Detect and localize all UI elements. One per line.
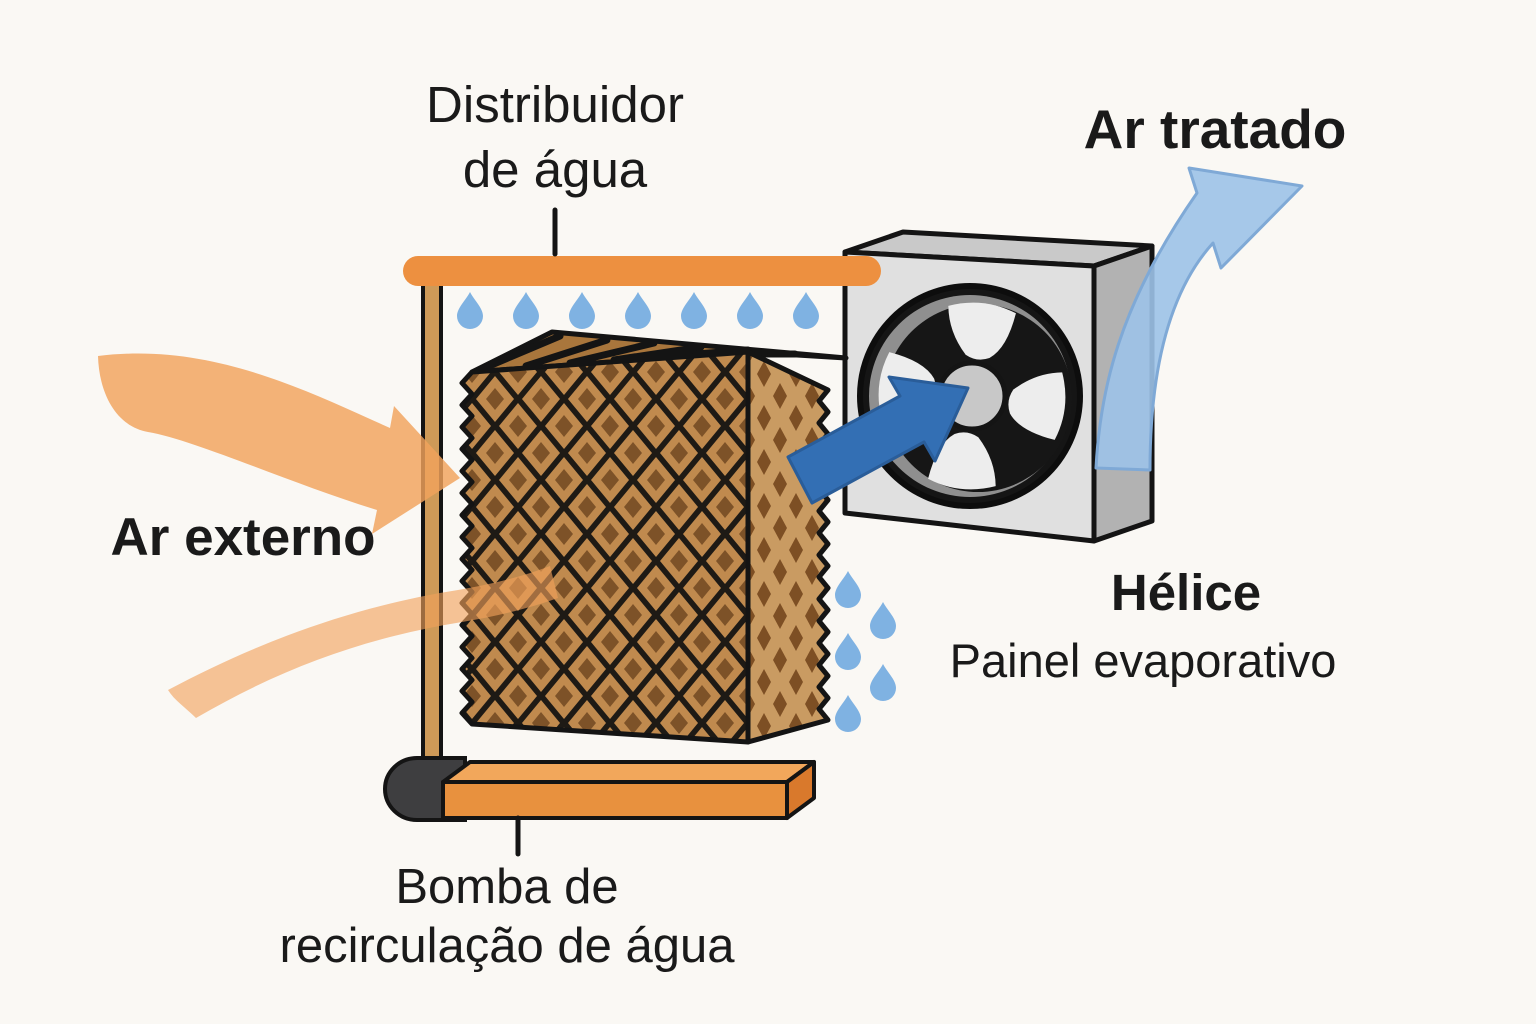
water-distributor-label-line2: de água (462, 141, 648, 199)
external-air-arrow-top-icon (98, 353, 460, 534)
water-drop-icon (835, 695, 861, 732)
pump-label-line2: recirculação de água (279, 918, 735, 973)
pump-label: Bomba de recirculação de água (280, 858, 735, 976)
water-drop-icon (870, 664, 896, 701)
humid-air-arrow-icon (786, 375, 970, 505)
basin-top-face (441, 760, 816, 784)
fan-unit (842, 229, 1155, 544)
water-drop-icon (835, 571, 861, 608)
evaporative-panel (459, 329, 849, 745)
falling-drops (835, 571, 896, 732)
water-drop-icon (737, 292, 763, 329)
pump-label-line1: Bomba de (395, 860, 619, 914)
water-basin (441, 760, 816, 820)
water-pipe (421, 278, 443, 782)
water-drop-icon (870, 602, 896, 639)
water-distributor-label-line1: Distribuidor (426, 76, 684, 133)
fan-blade-icon (1008, 372, 1066, 440)
distributor-drops (457, 292, 819, 329)
water-drop-icon (835, 633, 861, 670)
fan-label: Hélice (1110, 564, 1262, 621)
fan-blade-icon (928, 432, 996, 490)
external-air-arrow-bottom-icon (168, 566, 558, 718)
water-drop-icon (681, 292, 707, 329)
external-air-label: Ar externo (110, 508, 376, 567)
fan-blade-icon (948, 302, 1016, 360)
treated-air-arrow-icon (1094, 166, 1304, 472)
water-distributor-label: Distribuidor de água (426, 72, 684, 203)
water-drop-icon (457, 292, 483, 329)
water-drop-icon (793, 292, 819, 329)
panel-side-face (745, 349, 831, 745)
treated-air-label: Ar tratado (1083, 98, 1347, 160)
water-drop-icon (625, 292, 651, 329)
fan-propeller-icon (857, 283, 1083, 509)
water-distributor-bar (403, 256, 881, 286)
water-drop-icon (569, 292, 595, 329)
panel-front-face (459, 349, 751, 745)
evaporative-panel-label: Painel evaporativo (949, 634, 1337, 687)
basin-front-face (441, 780, 789, 820)
water-drop-icon (513, 292, 539, 329)
